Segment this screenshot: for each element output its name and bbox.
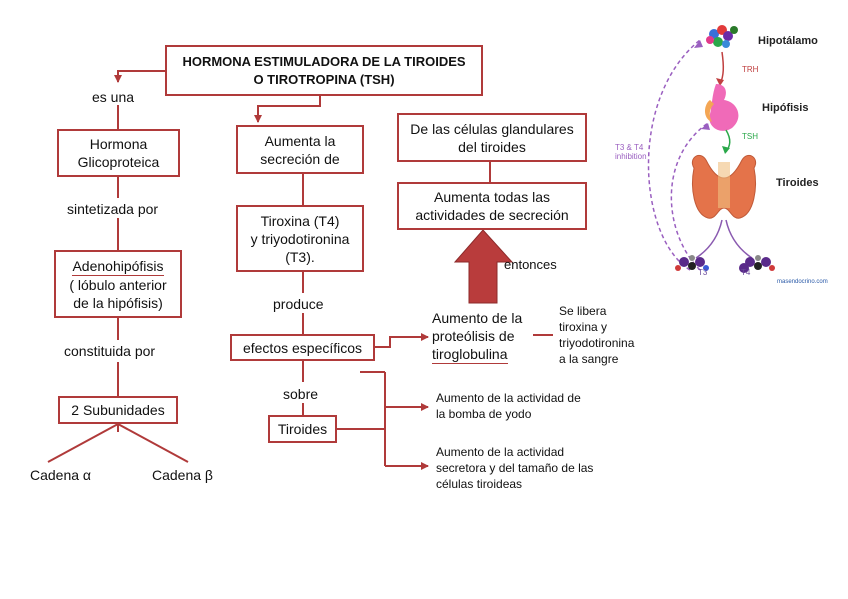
celulas-line-2: del tiroides [458,138,526,155]
libera-line-3: triyodotironina [559,336,635,350]
arrow-t3 [695,219,723,259]
inhibition-line-2: inhibition [615,152,647,161]
pituitary-icon [705,84,739,131]
proteolisis-line-2: proteólisis de [432,328,515,344]
tiroides-text: Tiroides [277,421,328,437]
libera-label: Se libera tiroxina y triyodotironina a l… [559,303,669,367]
bomba-line-2: la bomba de yodo [436,407,532,421]
line-efectos-proteolisis [375,333,429,348]
line-sub-cadena-a [47,423,119,463]
inhibition-label: T3 & T4 inhibition [615,143,647,161]
todas-line-2: actividades de secreción [415,207,569,223]
constituida-label: constituida por [64,343,156,359]
source-label: masendocrino.com [777,279,828,285]
sobre-label: sobre [283,386,319,402]
cadena-beta: Cadena β [152,467,213,483]
hormona-line-1: Hormona [89,136,148,152]
trh-label: TRH [742,65,759,74]
entonces-label: entonces [504,257,557,272]
line-sub-cadena-b [117,423,189,463]
tiroxina-line-3: (T3). [285,248,315,265]
title-line-2: O TIROTROPINA (TSH) [253,71,395,87]
tiroides-box: Tiroides [268,415,337,443]
big-up-arrow [453,229,514,304]
t3-label: T3 [698,268,708,277]
proteolisis-line-1: Aumento de la [432,310,523,326]
hipofisis-label: Hipófisis [762,102,809,114]
t4-molecule-icon [739,255,775,273]
inhibition-arrow-outer [647,39,701,271]
celulas-line-1: De las células glandulares [410,120,574,137]
thyroid-axis-figure [647,25,775,273]
todas-line-1: Aumenta todas las [434,189,550,205]
tiroides-fig-label: Tiroides [776,177,819,189]
arrow-t4 [725,219,753,259]
proteolisis-label: Aumento de la proteólisis de tiroglobuli… [432,309,522,364]
line-title-left [114,70,166,83]
t3-molecule-icon [675,255,709,271]
hormona-box: Hormona Glicoproteica [57,129,180,177]
tiroxina-box: Tiroxina (T4) y triyodotironina (T3). [236,205,364,272]
aumenta-secrecion-box: Aumenta la secreción de [236,125,364,174]
celulas-box: De las células glandulares del tiroides [397,113,587,162]
secretora-line-2: secretora y del tamaño de las [436,461,594,475]
bomba-line-1: Aumento de la actividad de [436,391,581,405]
inhibition-arrowhead-inner [701,123,710,130]
subunidades-text: 2 Subunidades [71,402,165,418]
inhibition-arrowhead-outer [694,40,703,48]
libera-line-1: Se libera [559,304,607,318]
tsh-label: TSH [742,132,758,141]
tiroxina-line-2: y triyodotironina [250,230,350,247]
libera-line-2: tiroxina y [559,320,608,334]
secretora-line-3: células tiroideas [436,477,523,491]
sintetizada-label: sintetizada por [67,201,159,217]
title-box: HORMONA ESTIMULADORA DE LA TIROIDES O TI… [165,45,483,96]
secretora-line-1: Aumento de la actividad [436,445,565,459]
secretora-label: Aumento de la actividad secretora y del … [436,444,636,492]
hipotalamo-label: Hipotálamo [758,35,818,47]
adeno-line-2: ( lóbulo anterior [69,276,167,293]
hormona-line-2: Glicoproteica [77,154,160,170]
adeno-line-1: Adenohipófisis [72,257,164,276]
libera-line-4: a la sangre [559,352,619,366]
bomba-label: Aumento de la actividad de la bomba de y… [436,390,626,422]
efectos-text: efectos específicos [242,339,363,356]
line-title-middle [254,95,321,123]
aumenta-line-1: Aumenta la [264,132,336,149]
hypothalamus-icon [706,25,738,48]
thyroid-gland-icon [692,155,756,219]
produce-label: produce [273,296,324,312]
es-una-label: es una [92,89,135,105]
tiroxina-line-1: Tiroxina (T4) [260,212,340,229]
adeno-line-3: de la hipófisis) [73,294,163,311]
efectos-box: efectos específicos [230,334,375,361]
subunidades-box: 2 Subunidades [58,396,178,424]
t4-label: T4 [741,268,751,277]
proteolisis-line-3: tiroglobulina [432,346,508,364]
title-line-1: HORMONA ESTIMULADORA DE LA TIROIDES [182,53,466,69]
aumenta-todas-box: Aumenta todas las actividades de secreci… [397,182,587,230]
inhibition-line-1: T3 & T4 [615,143,644,152]
adenohipofisis-box: Adenohipófisis ( lóbulo anterior de la h… [54,250,182,318]
cadena-alpha: Cadena α [30,467,92,483]
aumenta-line-2: secreción de [260,150,340,167]
